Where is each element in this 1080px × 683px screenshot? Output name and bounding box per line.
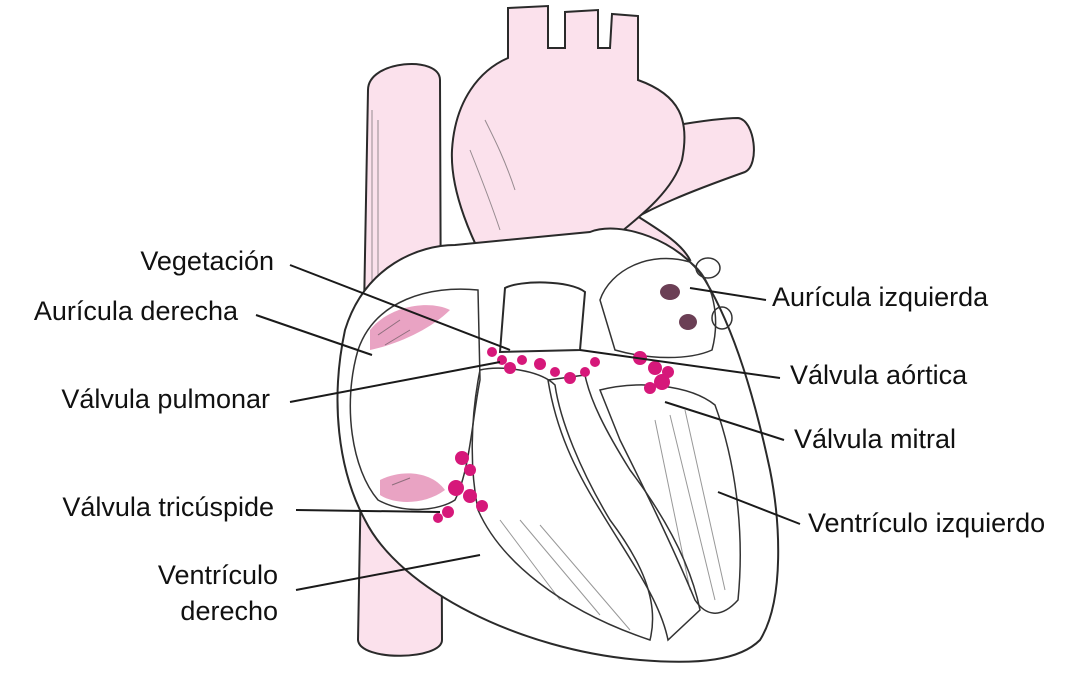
labels-right: Aurícula izquierda Válvula aórtica Válvu… (772, 282, 1045, 538)
vegetations (433, 347, 674, 523)
label-left-ventricle: Ventrículo izquierdo (808, 508, 1045, 538)
leader-tricuspid-valve (295, 509, 441, 513)
vegetation-aortic-cluster (487, 347, 600, 384)
left-ventricle (598, 384, 741, 614)
septum (547, 374, 701, 642)
labels-left: Vegetación Aurícula derecha Válvula pulm… (34, 246, 278, 626)
label-aortic-valve: Válvula aórtica (790, 360, 968, 390)
label-vegetation: Vegetación (140, 246, 274, 276)
left-atrium (599, 257, 733, 359)
label-right-ventricle-line1: Ventrículo (158, 560, 278, 590)
label-mitral-valve: Válvula mitral (794, 424, 956, 454)
vegetation-tricuspid-cluster (433, 451, 488, 523)
label-right-ventricle-line2: derecho (180, 596, 278, 626)
leader-left-atrium (689, 287, 767, 301)
right-atrium (349, 288, 481, 511)
right-ventricle (471, 367, 654, 641)
leader-right-atrium (255, 314, 373, 356)
leader-right-ventricle (295, 554, 481, 591)
label-right-atrium: Aurícula derecha (34, 296, 239, 326)
label-pulmonary-valve: Válvula pulmonar (61, 384, 270, 414)
label-tricuspid-valve: Válvula tricúspide (62, 492, 274, 522)
label-left-atrium: Aurícula izquierda (772, 282, 989, 312)
leader-vegetation (289, 264, 511, 351)
leader-pulmonary-valve (289, 361, 501, 403)
heart-outer-wall (336, 227, 780, 663)
leader-lines (255, 264, 801, 591)
leader-mitral-valve (664, 401, 785, 441)
aortic-root (498, 281, 587, 354)
vegetation-mitral-cluster (633, 351, 674, 394)
leader-aortic-valve (579, 349, 781, 379)
leader-left-ventricle (717, 491, 801, 525)
